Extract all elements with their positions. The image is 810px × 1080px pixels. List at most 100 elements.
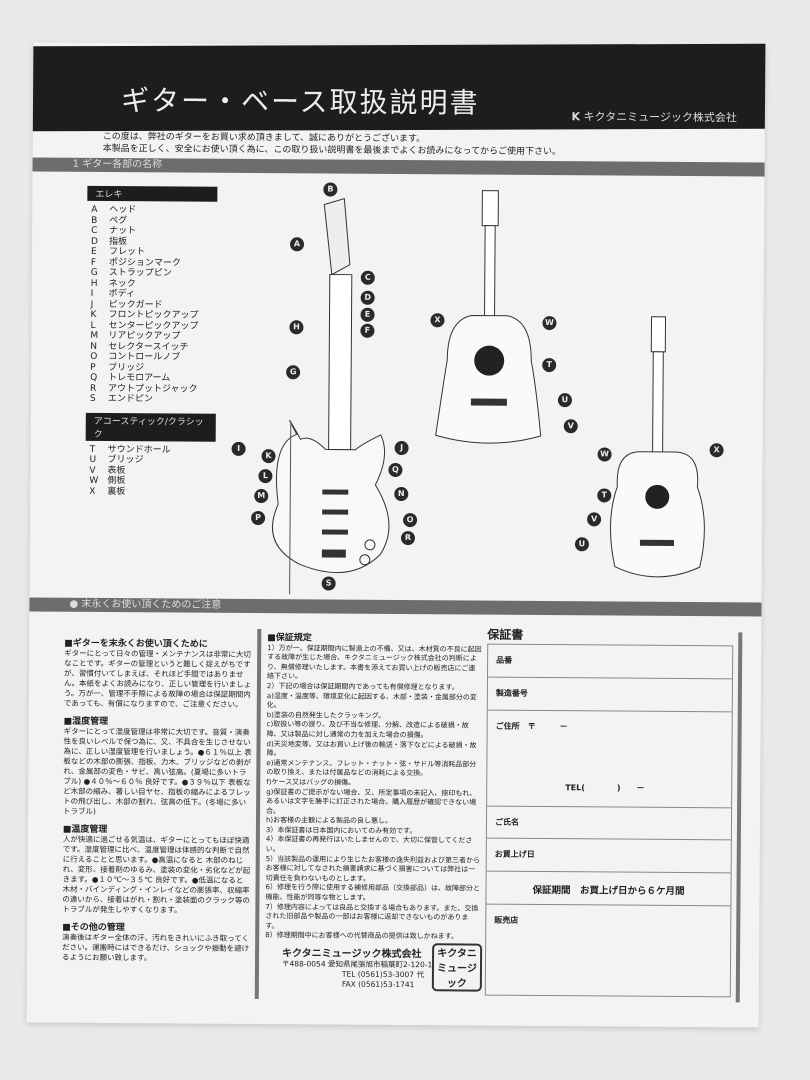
part-name: ネック bbox=[108, 278, 136, 289]
part-letter: D bbox=[91, 236, 99, 247]
part-name: アウトプットジャック bbox=[107, 383, 198, 395]
part-letter: T bbox=[89, 444, 96, 455]
part-letter: S bbox=[89, 393, 96, 404]
part-letter: G bbox=[90, 267, 98, 278]
diagram-label-c: C bbox=[360, 270, 375, 285]
part-name: フロントピックアップ bbox=[108, 309, 199, 321]
address-label: ご住所 〒 － bbox=[495, 721, 568, 732]
company-name: K キクタニミュージック株式会社 bbox=[571, 108, 737, 125]
diagram-label-h: H bbox=[289, 320, 304, 335]
part-letter: P bbox=[90, 362, 96, 373]
manual-sheet: ギター・ベース取扱説明書 K キクタニミュージック株式会社 この度は、弊社のギタ… bbox=[26, 42, 766, 1028]
diagram-label-n: N bbox=[394, 486, 409, 502]
part-name: エンドピン bbox=[107, 393, 153, 405]
form-row-serial[interactable]: 製造番号 bbox=[487, 677, 733, 713]
diagram-label-t: T bbox=[597, 488, 612, 503]
part-name: ペグ bbox=[109, 215, 128, 226]
part-letter: R bbox=[89, 383, 97, 394]
part-letter: I bbox=[90, 288, 94, 299]
diagram-label-f: F bbox=[360, 323, 375, 338]
footer-address: 〒488-0054 愛知県尾張旭市稲葉町2-120-1 bbox=[281, 959, 433, 970]
intro-line: 本製品を正しく、安全にお使い頂く為に、この取り扱い説明書を最後までよくお読みにな… bbox=[102, 143, 562, 158]
form-row-name[interactable]: ご氏名 bbox=[486, 805, 732, 841]
part-name: セレクタースイッチ bbox=[108, 341, 189, 353]
part-letter: N bbox=[90, 341, 98, 352]
classical-guitar-diagram bbox=[610, 316, 705, 578]
intro-text: この度は、弊社のギターをお買い求め頂きまして、誠にありがとうございます。 本製品… bbox=[103, 131, 561, 158]
part-name: ポジションマーク bbox=[108, 257, 181, 268]
terms-item: d)天災地変等、又はお買い上げ後の輸送・落下などによる破損・故障。 bbox=[266, 739, 477, 758]
company-stamp: キクタニミュージック bbox=[431, 943, 483, 992]
part-letter: U bbox=[89, 454, 97, 465]
part-name: リアピックアップ bbox=[108, 330, 181, 342]
document-title: ギター・ベース取扱説明書 bbox=[120, 84, 480, 120]
part-letter: Q bbox=[90, 372, 98, 383]
diagram-label-s: S bbox=[321, 576, 336, 591]
diagram-label-v: V bbox=[563, 419, 578, 434]
electric-heading: エレキ bbox=[87, 185, 218, 202]
care-body: 人が快適に過ごせる気温は、ギターにとってもほぼ快適です。湿度管理に比べ、温度管理… bbox=[62, 834, 251, 915]
diagram-label-q: Q bbox=[388, 462, 403, 478]
part-name: ボディ bbox=[108, 288, 136, 300]
part-letter: J bbox=[90, 299, 94, 310]
part-name: トレモロアーム bbox=[108, 372, 171, 384]
part-name: 側板 bbox=[107, 475, 126, 487]
form-row-dealer[interactable]: 販売店 bbox=[494, 915, 519, 925]
footer-fax: FAX (0561)53-1741 bbox=[341, 979, 415, 990]
terms-item: e)通常メンテナンス、フレット・ナット・弦・サドル等消耗品部分の取り換え、または… bbox=[266, 758, 477, 778]
terms-item: 8）修理期間中にお客様への代替商品の提供は致しかねます。 bbox=[265, 931, 458, 941]
care-column: ■ギターを末永くお使い頂くためにギターにとって日々の管理・メンテナンスは非常に大… bbox=[62, 631, 254, 964]
part-name: センターピックアップ bbox=[108, 320, 199, 332]
diagram-label-t: T bbox=[542, 358, 557, 373]
warranty-terms: ■保証規定 1）万が一、保証期間内に製造上の不備、又は、木材質の不良に起因する故… bbox=[265, 633, 482, 942]
part-item: S エンドピン bbox=[86, 394, 216, 405]
diagram-label-o: O bbox=[403, 513, 418, 528]
part-letter: K bbox=[90, 309, 97, 320]
form-row-product-number[interactable]: 品番 bbox=[488, 644, 733, 680]
care-body: 演奏後はギター全体の汗、汚れをきれいにふき取ってください。運搬時にはできるだけ、… bbox=[62, 932, 250, 963]
part-letter: L bbox=[90, 320, 96, 331]
diagram-label-m: M bbox=[254, 489, 269, 504]
part-letter: B bbox=[91, 215, 98, 226]
terms-item: g)保証書のご提示がない場合、又、所定事項の未記入、捺印もれ、あるいは文字を勝手… bbox=[266, 787, 477, 815]
diagram-label-x: X bbox=[430, 313, 445, 328]
part-name: サウンドホール bbox=[107, 444, 171, 455]
part-letter: V bbox=[89, 465, 96, 476]
acoustic-heading: アコースティック/クラシック bbox=[85, 412, 216, 442]
diagram-label-k: K bbox=[261, 449, 276, 464]
part-letter: M bbox=[90, 330, 99, 341]
diagram-label-w: W bbox=[597, 447, 612, 462]
terms-item: a)湿度・温度等、環境変化に起因する、木部・塗装・金属部分の変化。 bbox=[266, 691, 477, 710]
form-row-address[interactable]: ご住所 〒 －TEL( ) － bbox=[487, 711, 732, 808]
terms-item: 6）修理を行う際に使用する補修用部品（交換部品）は、故障部分と機能、性能が同等な… bbox=[265, 883, 481, 902]
diagram-label-i: I bbox=[231, 441, 246, 456]
part-name: ヘッド bbox=[109, 204, 137, 216]
diagram-label-d: D bbox=[360, 290, 375, 305]
part-name: フレット bbox=[108, 246, 146, 258]
company-logo: K bbox=[571, 110, 581, 124]
part-letter: F bbox=[90, 257, 97, 268]
terms-item: 5）当該製品の運用により生じたお客様の逸失利益および第三者からお客様に対してなさ… bbox=[265, 854, 481, 883]
diagram-label-g: G bbox=[286, 365, 301, 380]
part-name: 表板 bbox=[107, 465, 126, 476]
section1-bar: 1 ギター各部の名称 bbox=[32, 157, 765, 177]
part-name: ナット bbox=[109, 225, 137, 237]
part-letter: E bbox=[90, 246, 97, 257]
terms-item: 4）本保証書の再発行はいたしませんので、大切に保管してください。 bbox=[265, 835, 473, 854]
part-letter: H bbox=[90, 278, 98, 289]
section2-bar: ● 末永くお使い頂くためのご注意 bbox=[29, 597, 762, 617]
diagram-label-x: X bbox=[709, 443, 724, 458]
part-name: 指板 bbox=[109, 236, 128, 247]
diagram-label-p: P bbox=[251, 510, 266, 526]
part-letter: C bbox=[91, 225, 98, 236]
warranty-form: 品番 製造番号 ご住所 〒 －TEL( ) － ご氏名 お買上げ日 保証期間 お… bbox=[484, 643, 734, 998]
terms-item: c)取扱い等の誤り、及び不当な修理、分解、改造による破損・故障、又は製品に対し通… bbox=[266, 720, 469, 740]
diagram-label-r: R bbox=[400, 531, 416, 546]
diagram-label-a: A bbox=[289, 237, 305, 252]
care-body: ギターにとって湿度管理は非常に大切です。音質・演奏性を良いレベルで保つ為に、又、… bbox=[63, 726, 252, 816]
form-row-purchase-date[interactable]: お買上げ日 bbox=[486, 838, 731, 874]
terms-item: 7）修理内容によっては良品と交換する場合もあります。また、交換された旧部品や製品… bbox=[265, 902, 479, 931]
part-name: ブリッジ bbox=[107, 454, 144, 466]
